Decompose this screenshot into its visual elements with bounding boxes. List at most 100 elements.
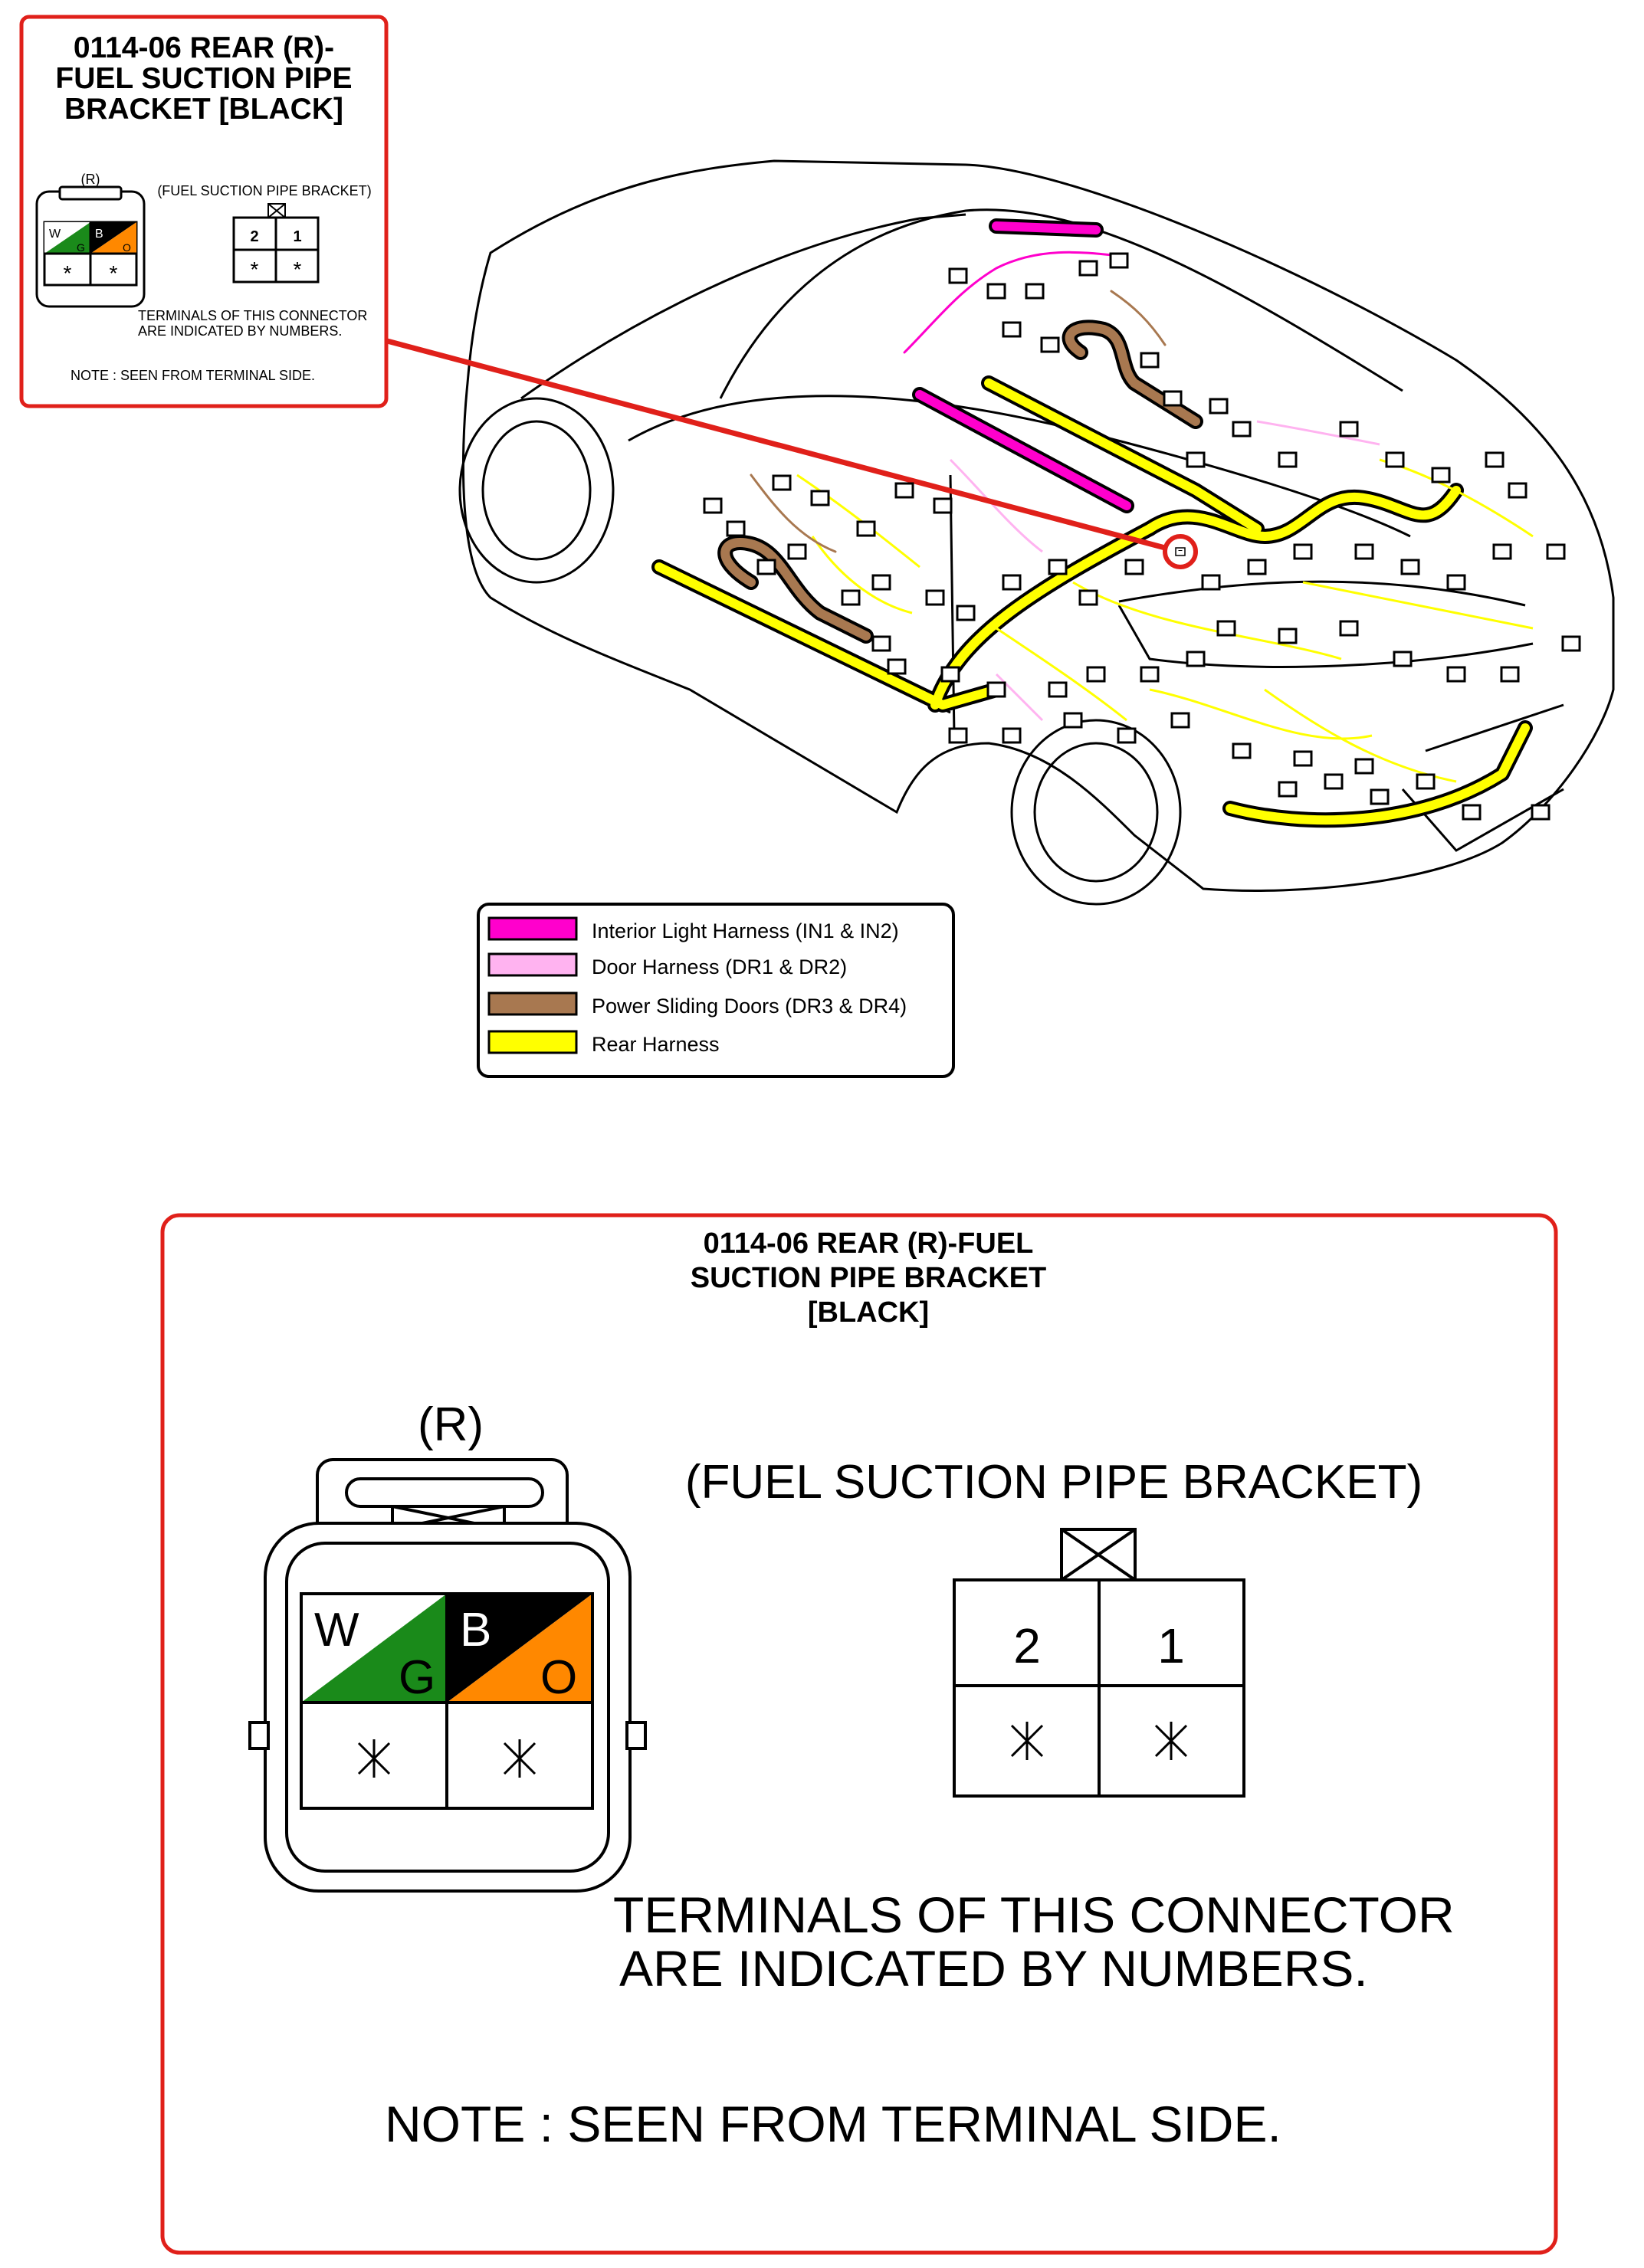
harness-connector-49 <box>986 681 1006 698</box>
harness-connector-60 <box>1293 750 1313 767</box>
harness-connector-54 <box>948 727 968 744</box>
harness-connector-19 <box>726 520 746 537</box>
harness-connector-28 <box>956 605 976 621</box>
harness-connector-52 <box>1140 666 1160 683</box>
harness-connector-36 <box>1354 543 1374 560</box>
inset-terminals-note-line-2: ARE INDICATED BY NUMBERS. <box>138 323 342 339</box>
harness-connector-26 <box>871 574 891 591</box>
harness-connector-7 <box>1140 352 1160 369</box>
detail-terminal-2: 2 <box>1013 1618 1041 1673</box>
harness-connector-27 <box>925 589 945 606</box>
detail-connector-face: W B G O <box>300 1592 594 1810</box>
detail-bracket-connector <box>953 1528 1245 1798</box>
harness-connector-55 <box>1002 727 1022 744</box>
harness-connector-6 <box>1040 336 1060 353</box>
harness-connector-29 <box>1002 574 1022 591</box>
harness-connector-16 <box>1485 451 1505 468</box>
harness-connector-51 <box>1086 666 1106 683</box>
harness-connector-62 <box>1416 773 1436 790</box>
legend-item-door-harness: Door Harness (DR1 & DR2) <box>487 952 847 978</box>
detail-harness-connector-label: (R) <box>418 1398 484 1451</box>
rear-harness-routes <box>651 375 1533 828</box>
legend-label-door-harness: Door Harness (DR1 & DR2) <box>592 955 847 978</box>
harness-connector-1 <box>986 283 1006 300</box>
detail-title-line-1: 0114-06 REAR (R)-FUEL <box>704 1227 1034 1260</box>
detail-terminal-marker-1 <box>1154 1722 1188 1760</box>
detail-terminal-1: 1 <box>1157 1618 1185 1673</box>
detail-title-line-2: SUCTION PIPE BRACKET <box>691 1262 1046 1294</box>
door-harness-routes <box>949 420 1380 722</box>
harness-connector-65 <box>1278 781 1298 798</box>
connector-location-marker <box>1163 534 1198 569</box>
inset-terminals-note-line-1: TERMINALS OF THIS CONNECTOR <box>138 308 367 323</box>
harness-connector-68 <box>871 635 891 652</box>
harness-connector-64 <box>1531 804 1550 821</box>
legend-swatch-rear-harness <box>487 1030 578 1054</box>
harness-connector-24 <box>933 497 953 514</box>
legend-swatch-door-harness <box>487 952 578 977</box>
harness-connector-48 <box>940 666 960 683</box>
inset-harness-connector-label: (R) <box>81 172 100 187</box>
inset-view-note: NOTE : SEEN FROM TERMINAL SIDE. <box>71 368 315 383</box>
inset-terminal-marker-right: * <box>110 261 118 285</box>
harness-connector-58 <box>1170 712 1190 729</box>
harness-connector-53 <box>1186 651 1206 667</box>
detail-terminal-marker-left <box>357 1739 391 1778</box>
legend: Interior Light Harness (IN1 & IN2) Door … <box>477 903 955 1078</box>
harness-connector-67 <box>1370 788 1390 805</box>
harness-connector-56 <box>1063 712 1083 729</box>
harness-connector-9 <box>1209 398 1229 415</box>
detail-bracket-connector-label: (FUEL SUCTION PIPE BRACKET) <box>685 1456 1423 1509</box>
detail-title-line-3: [BLACK] <box>808 1296 929 1329</box>
inset-terminal-marker-2: * <box>251 257 259 281</box>
harness-connector-22 <box>856 520 876 537</box>
inset-harness-connector: W B G O * * <box>35 185 146 308</box>
inset-title-line-3: BRACKET [BLACK] <box>64 93 343 126</box>
harness-connector-69 <box>887 658 907 675</box>
harness-connector-12 <box>1278 451 1298 468</box>
harness-connector-0 <box>948 267 968 284</box>
detail-wire-code-b: B <box>460 1604 491 1657</box>
interior-light-harness-routes <box>903 218 1134 513</box>
harness-connector-61 <box>1354 758 1374 775</box>
inset-wire-code-w: W <box>49 228 61 241</box>
harness-connector-57 <box>1117 727 1137 744</box>
callout-leader-line <box>386 338 1166 551</box>
detail-terminal-marker-2 <box>1010 1722 1044 1760</box>
harness-connector-38 <box>1446 574 1466 591</box>
detail-wire-code-o: O <box>540 1651 577 1704</box>
detail-terminal-marker-right <box>503 1739 537 1778</box>
harness-connector-17 <box>1508 482 1528 499</box>
harness-connector-3 <box>1078 260 1098 277</box>
inset-wire-code-o: O <box>123 241 131 254</box>
power-sliding-door-routes <box>717 290 1203 644</box>
harness-connector-40 <box>1546 543 1566 560</box>
inset-card: 0114-06 REAR (R)- FUEL SUCTION PIPE BRAC… <box>19 15 389 408</box>
harness-connector-15 <box>1431 467 1451 483</box>
legend-label-power-sliding-doors: Power Sliding Doors (DR3 & DR4) <box>592 995 907 1018</box>
harness-connector-13 <box>1339 421 1359 438</box>
inset-bracket-connector: 2 1 * * <box>232 203 320 284</box>
harness-connector-25 <box>841 589 861 606</box>
inset-terminal-1: 1 <box>293 228 301 245</box>
harness-connector-8 <box>1163 390 1183 407</box>
inset-terminal-marker-1: * <box>294 257 302 281</box>
inset-title-line-1: 0114-06 REAR (R)- <box>74 31 334 64</box>
marked-connector <box>1175 547 1186 556</box>
harness-connector-35 <box>1293 543 1313 560</box>
detail-terminals-note-line-1: TERMINALS OF THIS CONNECTOR <box>613 1886 1455 1943</box>
harness-connector-4 <box>1109 252 1129 269</box>
harness-connector-39 <box>1492 543 1512 560</box>
harness-connector-20 <box>772 474 792 491</box>
harness-connector-10 <box>1232 421 1252 438</box>
harness-connector-70 <box>787 543 807 560</box>
legend-item-interior-light: Interior Light Harness (IN1 & IN2) <box>487 916 899 942</box>
harness-connector-30 <box>1048 559 1068 575</box>
harness-connector-23 <box>894 482 914 499</box>
inset-terminal-2: 2 <box>250 228 258 245</box>
harness-connector-43 <box>1339 620 1359 637</box>
legend-item-rear-harness: Rear Harness <box>487 1030 720 1056</box>
harness-connector-18 <box>703 497 723 514</box>
harness-connector-44 <box>1393 651 1413 667</box>
